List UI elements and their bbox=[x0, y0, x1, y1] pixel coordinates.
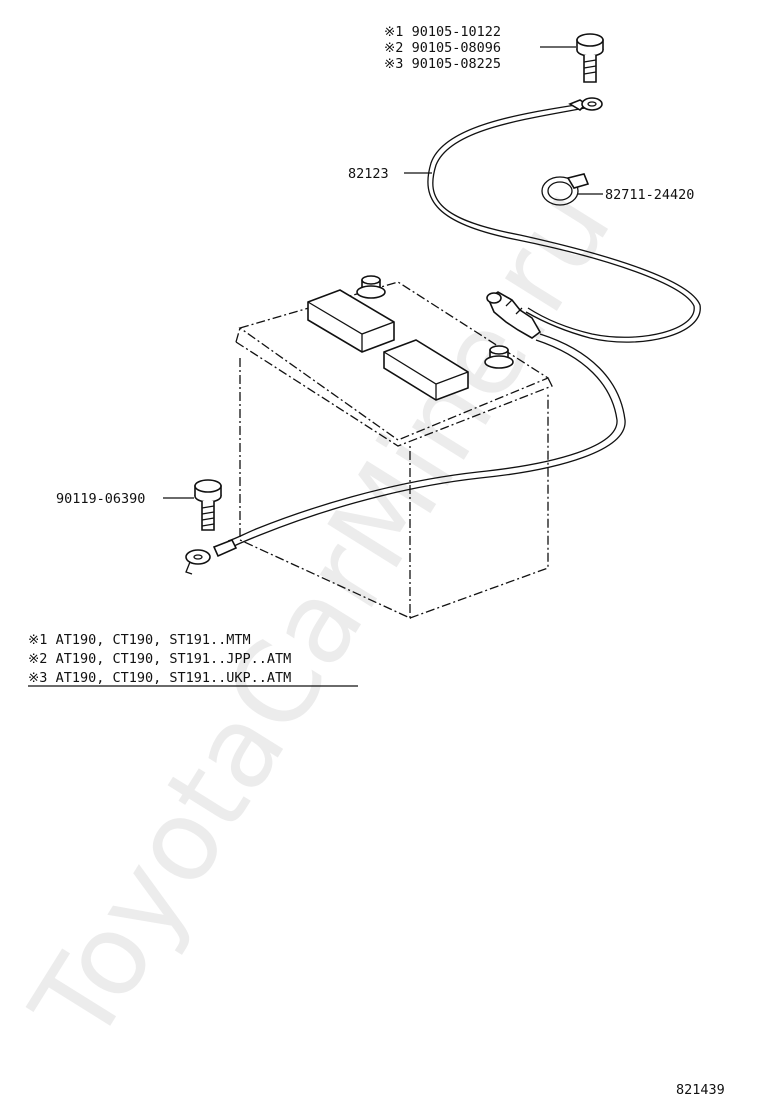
terminal-cover-right bbox=[383, 339, 469, 401]
bolt-top bbox=[576, 33, 604, 83]
cable-82123 bbox=[427, 97, 701, 343]
battery bbox=[235, 275, 553, 620]
leader-lines bbox=[163, 46, 603, 499]
ground-cable bbox=[185, 333, 626, 575]
negative-terminal-post bbox=[484, 345, 514, 369]
terminal-cover-left bbox=[307, 289, 395, 353]
callout-cable: 82123 bbox=[348, 166, 389, 182]
positive-terminal-post bbox=[356, 275, 386, 299]
figure-number: 821439 bbox=[676, 1082, 725, 1098]
callout-bolt-ground: 90119-06390 bbox=[56, 491, 145, 507]
callout-clamp: 82711-24420 bbox=[605, 187, 694, 203]
callout-bolt-top-2: ※2 90105-08096 bbox=[384, 40, 501, 56]
note-1: ※1 AT190, CT190, ST191..MTM bbox=[28, 632, 251, 648]
note-3: ※3 AT190, CT190, ST191..UKP..ATM bbox=[28, 670, 291, 686]
callout-bolt-top-1: ※1 90105-10122 bbox=[384, 24, 501, 40]
callout-bolt-top-3: ※3 90105-08225 bbox=[384, 56, 501, 72]
negative-terminal-clamp bbox=[486, 291, 542, 339]
clamp bbox=[541, 173, 590, 206]
note-2: ※2 AT190, CT190, ST191..JPP..ATM bbox=[28, 651, 291, 667]
bolt-ground bbox=[194, 479, 222, 531]
